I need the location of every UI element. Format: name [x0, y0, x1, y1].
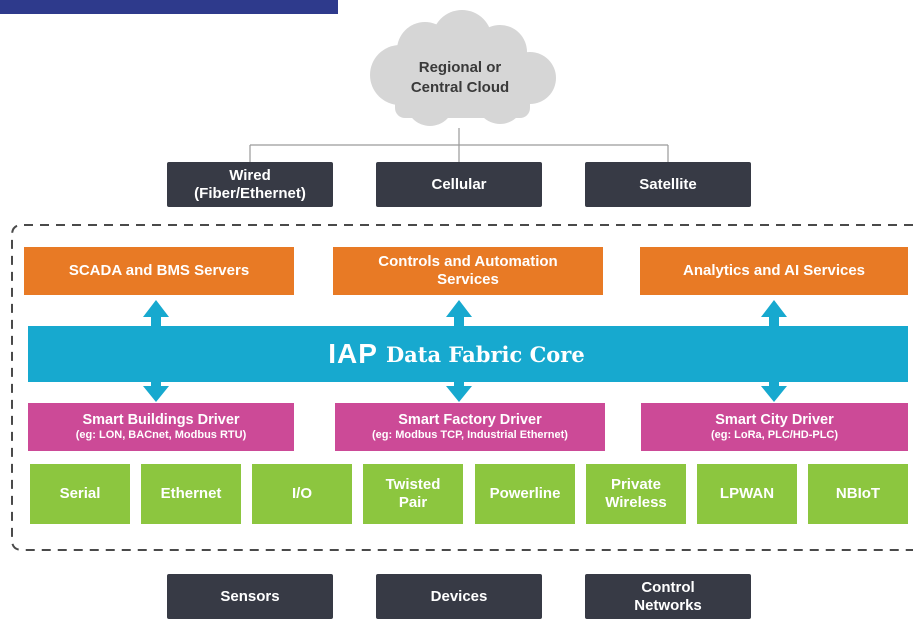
edge-boundary: [11, 224, 913, 551]
driver-subtitle: (eg: Modbus TCP, Industrial Ethernet): [372, 429, 568, 441]
cloud-label: Regional or Central Cloud: [410, 59, 510, 96]
driver-title: Smart City Driver: [715, 412, 834, 428]
cellular-box: Cellular: [376, 162, 542, 207]
interface-twisted-pair: Twisted Pair: [363, 464, 463, 524]
smart-factory-driver-box: Smart Factory Driver (eg: Modbus TCP, In…: [335, 403, 605, 451]
interface-io: I/O: [252, 464, 352, 524]
wired-box: Wired (Fiber/Ethernet): [167, 162, 333, 207]
core-title: Data Fabric Core: [385, 341, 585, 367]
iap-logo-icon: IAP: [328, 338, 378, 369]
driver-subtitle: (eg: LoRa, PLC/HD-PLC): [710, 429, 839, 441]
interface-serial: Serial: [30, 464, 130, 524]
scada-bms-servers-box: SCADA and BMS Servers: [24, 247, 294, 295]
smart-buildings-driver-box: Smart Buildings Driver (eg: LON, BACnet,…: [28, 403, 294, 451]
driver-title: Smart Factory Driver: [398, 412, 542, 428]
satellite-box: Satellite: [585, 162, 751, 207]
interface-powerline: Powerline: [475, 464, 575, 524]
controls-automation-services-box: Controls and Automation Services: [333, 247, 603, 295]
devices-box: Devices: [376, 574, 542, 619]
interface-nbiot: NBIoT: [808, 464, 908, 524]
cloud-shape: [370, 10, 556, 126]
connector-lines: [249, 128, 669, 162]
driver-subtitle: (eg: LON, BACnet, Modbus RTU): [75, 429, 247, 441]
interface-private-wireless: Private Wireless: [586, 464, 686, 524]
analytics-ai-services-box: Analytics and AI Services: [640, 247, 908, 295]
data-fabric-core-label: IAP Data Fabric Core: [0, 326, 913, 382]
control-networks-box: Control Networks: [585, 574, 751, 619]
data-fabric-core-bar: [28, 326, 908, 382]
interface-lpwan: LPWAN: [697, 464, 797, 524]
interface-ethernet: Ethernet: [141, 464, 241, 524]
top-banner: [0, 0, 338, 14]
sensors-box: Sensors: [167, 574, 333, 619]
smart-city-driver-box: Smart City Driver (eg: LoRa, PLC/HD-PLC): [641, 403, 908, 451]
driver-title: Smart Buildings Driver: [82, 412, 240, 428]
